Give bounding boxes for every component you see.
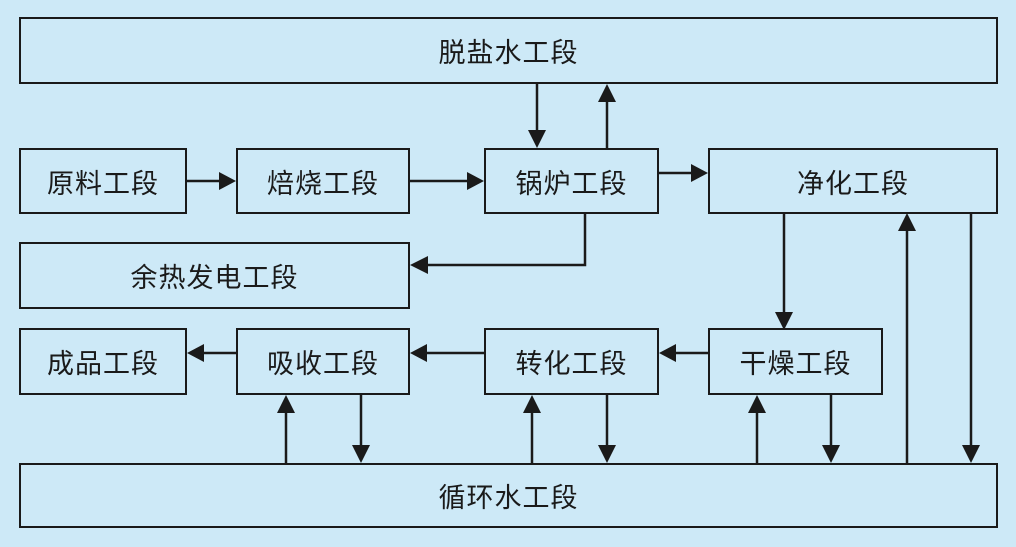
node-drying: 干燥工段 — [708, 328, 883, 395]
edge-circulating-water-to-absorption — [277, 395, 295, 463]
edge-desalination-to-boiler — [528, 84, 546, 148]
node-roasting: 焙烧工段 — [236, 148, 410, 214]
edge-conversion-to-absorption — [410, 344, 484, 362]
node-purification: 净化工段 — [708, 148, 998, 214]
edge-purification-to-drying — [775, 213, 793, 330]
edge-drying-to-circulating-water — [822, 395, 840, 463]
edge-boiler-to-waste-heat-power — [410, 213, 587, 274]
edge-absorption-to-circulating-water — [352, 395, 370, 463]
node-raw-material: 原料工段 — [19, 148, 187, 214]
node-boiler: 锅炉工段 — [484, 148, 659, 214]
edge-absorption-to-finished-product — [187, 344, 236, 362]
edge-raw-material-to-roasting — [186, 172, 236, 190]
node-circulating-water: 循环水工段 — [19, 463, 998, 528]
edge-circulating-water-to-purification — [898, 213, 916, 463]
edge-boiler-to-purification — [658, 164, 708, 182]
node-absorption: 吸收工段 — [236, 328, 410, 395]
edge-purification-to-circulating-water — [962, 213, 980, 463]
node-waste-heat-power: 余热发电工段 — [19, 242, 410, 309]
edge-drying-to-conversion — [659, 344, 708, 362]
edge-conversion-to-circulating-water — [598, 395, 616, 463]
edge-circulating-water-to-conversion — [523, 395, 541, 463]
edge-circulating-water-to-drying — [748, 395, 766, 463]
node-desalination-water: 脱盐水工段 — [19, 17, 998, 84]
edge-roasting-to-boiler — [409, 172, 484, 190]
node-conversion: 转化工段 — [484, 328, 659, 395]
edge-boiler-to-desalination — [598, 84, 616, 148]
node-finished-product: 成品工段 — [19, 328, 187, 395]
